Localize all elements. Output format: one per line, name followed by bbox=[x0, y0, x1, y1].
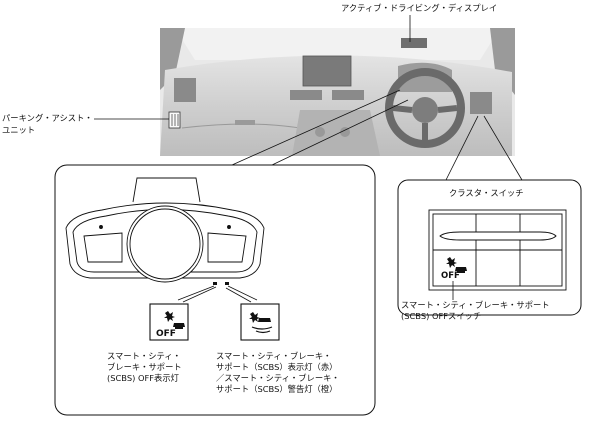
cluster-switch-title: クラスタ・スイッチ bbox=[449, 188, 524, 198]
cluster-switch-panel bbox=[428, 209, 567, 291]
car-collision-off-icon bbox=[446, 257, 467, 273]
scbs-off-indicator-label-line3: (SCBS) OFF表示灯 bbox=[107, 373, 179, 383]
car-collision-off-icon bbox=[164, 311, 185, 329]
dashboard-photo bbox=[160, 28, 515, 156]
scbs-lamps-label-line2: サポート（SCBS）表示灯（赤） bbox=[216, 362, 338, 372]
scbs-lamps-label-line1: スマート・シティ・ブレーキ・ bbox=[216, 351, 332, 361]
scbs-off-switch-label-line1: スマート・シティ・ブレーキ・サポート bbox=[401, 300, 550, 310]
indicator-leaders bbox=[177, 285, 258, 303]
parking-assist-unit-icon bbox=[168, 111, 181, 129]
switch-callout-panel bbox=[397, 179, 582, 316]
scbs-off-switch-label-line2: (SCBS) OFFスイッチ bbox=[401, 311, 482, 321]
leader-lines bbox=[94, 15, 523, 181]
instrument-cluster bbox=[65, 177, 265, 283]
parking-assist-unit-label-line1: パーキング・アシスト・ bbox=[2, 113, 93, 123]
car-collision-warning-icon bbox=[249, 312, 273, 334]
scbs-off-indicator-label-line2: ブレーキ・サポート bbox=[107, 362, 182, 372]
scbs-off-indicator-label-line1: スマート・シティ・ bbox=[107, 351, 181, 361]
scbs-off-switch: OFF bbox=[441, 257, 467, 300]
active-driving-display-label: アクティブ・ドライビング・ディスプレイ bbox=[341, 3, 498, 13]
scbs-lamps-label-line4: サポート（SCBS）警告灯（橙） bbox=[216, 384, 338, 394]
scbs-lamps-label-line3: ／スマート・シティ・ブレーキ・ bbox=[216, 373, 340, 383]
parking-assist-unit-label-line2: ユニット bbox=[2, 125, 36, 135]
scbs-off-switch-text: OFF bbox=[441, 271, 460, 281]
indicator-marks bbox=[213, 282, 229, 285]
scbs-warning-indicator-box bbox=[240, 303, 280, 341]
scbs-off-icon-text: OFF bbox=[156, 329, 176, 339]
scbs-off-indicator-box: OFF bbox=[149, 303, 189, 341]
